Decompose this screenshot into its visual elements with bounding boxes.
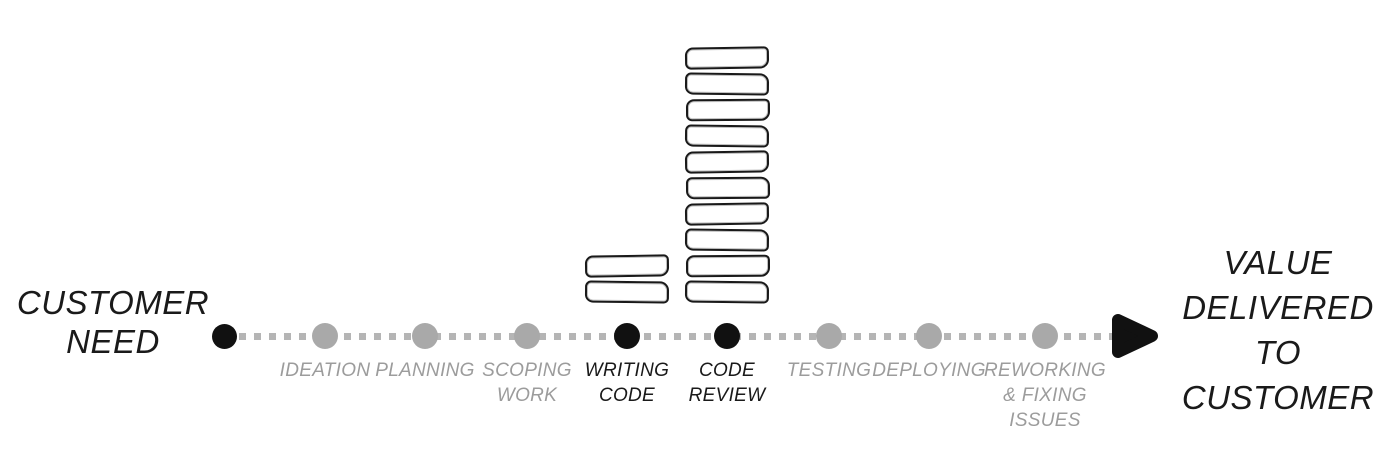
stage-label-reworking: REWORKING & FIXING ISSUES <box>984 360 1106 431</box>
stage-dot-scoping-work <box>514 323 540 349</box>
queue-stack-writing-code <box>584 254 670 304</box>
queue-block <box>684 72 770 96</box>
queue-block <box>684 280 770 304</box>
timeline-dotted-line <box>224 333 1120 340</box>
queue-block <box>684 124 770 148</box>
stage-dot-code-review <box>714 323 740 349</box>
stage-dot-planning <box>412 323 438 349</box>
stage-dot-writing-code <box>614 323 640 349</box>
queue-block <box>584 280 670 304</box>
value-delivered-label: VALUE DELIVERED TO CUSTOMER <box>1181 244 1375 416</box>
timeline-start-dot <box>212 324 237 349</box>
stage-label-code-review: CODE REVIEW <box>688 360 766 406</box>
stage-label-ideation: IDEATION <box>279 360 371 381</box>
queue-block <box>684 150 770 174</box>
queue-block <box>584 254 670 278</box>
stage-label-planning: PLANNING <box>375 360 475 381</box>
queue-block <box>684 228 770 252</box>
stage-label-writing-code: WRITING CODE <box>584 360 670 406</box>
stage-dot-testing <box>816 323 842 349</box>
stage-dot-reworking <box>1032 323 1058 349</box>
customer-need-label: CUSTOMER NEED <box>16 284 210 360</box>
queue-stack-code-review <box>684 46 771 304</box>
queue-block <box>685 254 771 278</box>
stage-dot-ideation <box>312 323 338 349</box>
stage-label-testing: TESTING <box>786 360 872 381</box>
queue-block <box>685 176 771 200</box>
queue-block <box>684 46 770 70</box>
queue-block <box>684 202 770 226</box>
stage-label-scoping-work: SCOPING WORK <box>482 360 572 406</box>
timeline-arrowhead-icon <box>1112 314 1158 358</box>
queue-block <box>685 98 771 122</box>
stage-dot-deploying <box>916 323 942 349</box>
stage-label-deploying: DEPLOYING <box>872 360 986 381</box>
